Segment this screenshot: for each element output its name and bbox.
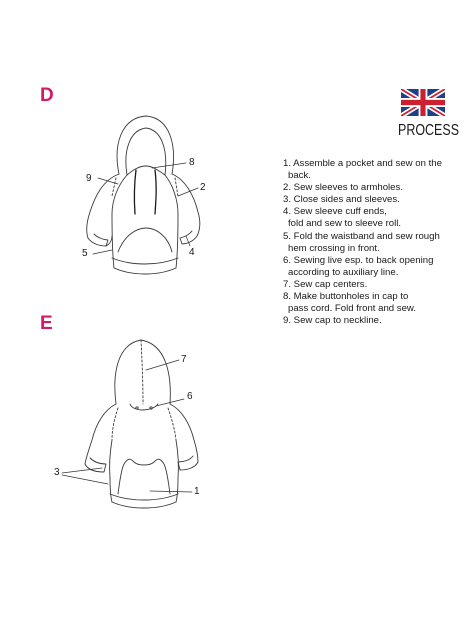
step-text-continued: fold and sew to sleeve roll. bbox=[288, 218, 402, 230]
step-text-continued: pass cord. Fold front and sew. bbox=[288, 303, 416, 315]
step-text-continued: according to auxiliary line. bbox=[288, 266, 399, 278]
union-jack-flag-icon bbox=[401, 89, 445, 116]
step-item: 4. Sew sleeve cuff ends,fold and sew to … bbox=[283, 206, 458, 230]
step-text-continued: hem crossing in front. bbox=[288, 242, 380, 254]
step-item: 2. Sew sleeves to armholes. bbox=[283, 182, 458, 194]
section-e-label: E bbox=[40, 313, 53, 334]
step-item: 9. Sew cap to neckline. bbox=[283, 315, 458, 327]
hoodie-diagram-d bbox=[86, 115, 201, 275]
callout-d-9: 9 bbox=[86, 173, 92, 184]
callout-d-5: 5 bbox=[82, 248, 88, 259]
step-text: 4. Sew sleeve cuff ends, bbox=[283, 206, 387, 218]
step-text: 1. Assemble a pocket and sew on the bbox=[283, 158, 442, 169]
step-item: 7. Sew cap centers. bbox=[283, 279, 458, 291]
step-text: 9. Sew cap to neckline. bbox=[283, 315, 382, 327]
callout-d-4: 4 bbox=[189, 247, 195, 258]
step-text: 2. Sew sleeves to armholes. bbox=[283, 182, 403, 194]
step-text: 6. Sewing live esp. to back opening bbox=[283, 254, 434, 266]
step-text: 8. Make buttonholes in cap to bbox=[283, 291, 409, 303]
callout-d-8: 8 bbox=[189, 157, 195, 168]
hoodie-diagram-e bbox=[61, 339, 199, 509]
step-item: 3. Close sides and sleeves. bbox=[283, 194, 458, 206]
step-text: 5. Fold the waistband and sew rough bbox=[283, 230, 440, 242]
callout-e-6: 6 bbox=[187, 391, 193, 402]
step-text: 7. Sew cap centers. bbox=[283, 278, 368, 290]
callout-e-7: 7 bbox=[181, 354, 187, 365]
section-d-label: D bbox=[40, 85, 54, 106]
callout-e-1: 1 bbox=[194, 486, 200, 497]
step-text: 3. Close sides and sleeves. bbox=[283, 194, 400, 206]
step-text-continued: back. bbox=[288, 170, 311, 182]
callout-e-3: 3 bbox=[54, 467, 60, 478]
callout-d-2: 2 bbox=[200, 182, 206, 193]
process-title: PROCESS bbox=[398, 122, 460, 139]
